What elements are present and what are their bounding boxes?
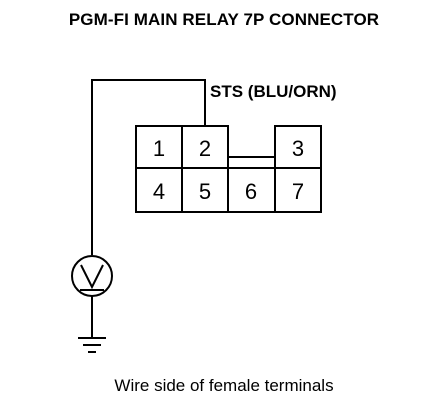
diagram-caption: Wire side of female terminals [114, 376, 334, 395]
cavity-7 [274, 167, 322, 213]
probe-wire [91, 79, 206, 255]
pin-2: 2 [199, 136, 211, 161]
pin-6: 6 [245, 179, 257, 204]
ground-icon [78, 337, 106, 353]
diagram-title: PGM-FI MAIN RELAY 7P CONNECTOR [68, 10, 380, 29]
wire-label-sts: STS (BLU/ORN) [210, 82, 337, 101]
pin-1: 1 [153, 136, 165, 161]
pin-5: 5 [199, 179, 211, 204]
pin-3: 3 [292, 136, 304, 161]
connector-housing [135, 125, 322, 213]
voltmeter-icon [71, 255, 113, 297]
pin-4: 4 [153, 179, 165, 204]
pin-7: 7 [292, 179, 304, 204]
